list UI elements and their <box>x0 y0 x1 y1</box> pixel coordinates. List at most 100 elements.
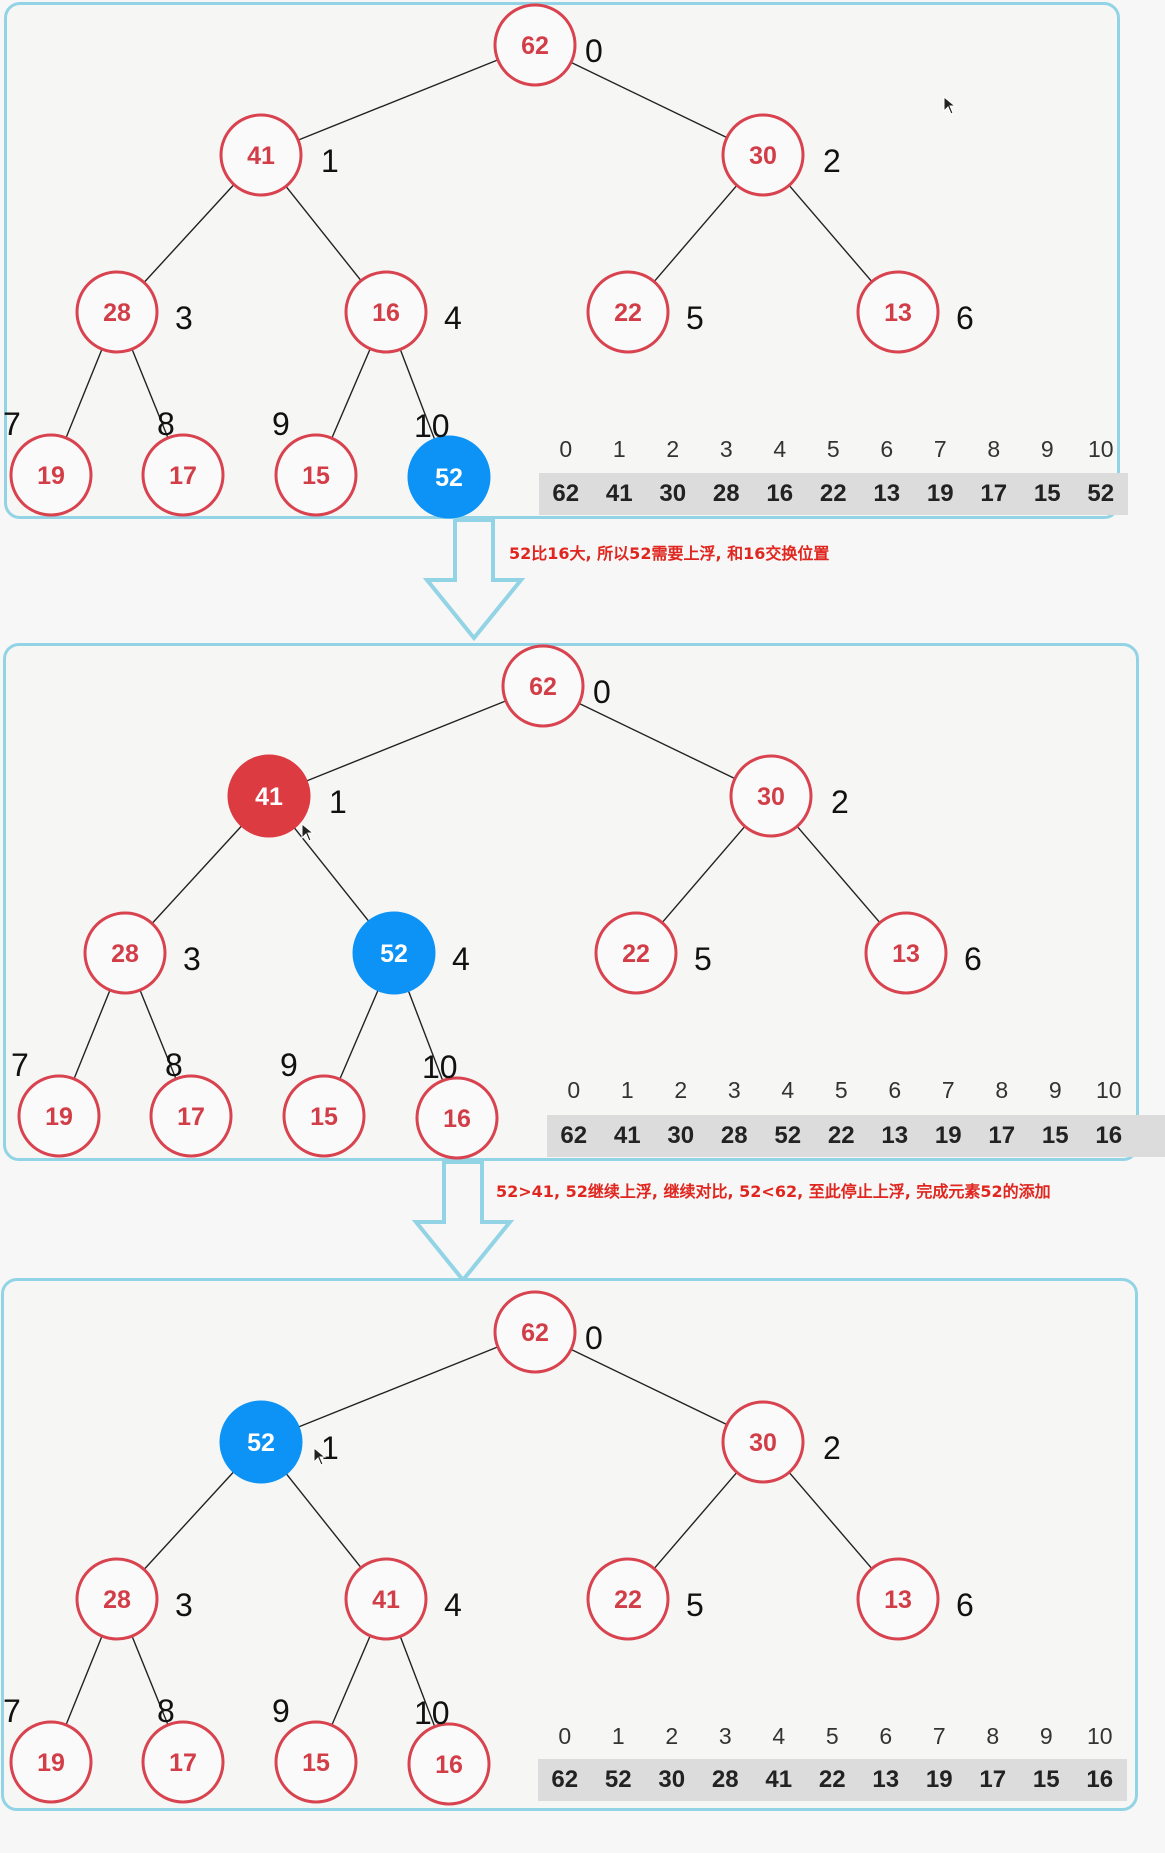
node-circle <box>83 911 167 995</box>
node-index: 9 <box>280 1047 298 1083</box>
array-index-cell: 6 <box>888 1077 902 1103</box>
array-index-cell: 3 <box>718 1723 732 1749</box>
node-circle <box>493 1290 577 1374</box>
node-index: 1 <box>329 784 347 820</box>
node-value: 62 <box>521 1319 549 1347</box>
array-index-cell: 2 <box>674 1077 688 1103</box>
array-index-cell: 0 <box>567 1077 581 1103</box>
array-value-cell: 17 <box>980 480 1008 507</box>
node-circle <box>415 1076 499 1160</box>
array-index-cell: 0 <box>559 436 573 462</box>
tree-edge <box>570 1348 728 1426</box>
array-value-cell: 22 <box>827 1122 855 1149</box>
array-index-cell: 4 <box>781 1077 795 1103</box>
tree-edge <box>65 348 103 439</box>
tree-edge <box>131 348 169 439</box>
array-value-cell: 13 <box>872 1766 900 1793</box>
tree-edge <box>796 825 881 924</box>
tree-edge <box>788 184 873 283</box>
node-value: 52 <box>435 464 463 492</box>
array-index-cell: 9 <box>1048 1077 1062 1103</box>
node-index: 3 <box>175 1587 193 1623</box>
array-value-cell: 62 <box>560 1122 588 1149</box>
node-circle <box>274 1720 358 1804</box>
node-value: 16 <box>435 1751 463 1779</box>
array-value-cell: 19 <box>926 480 954 507</box>
node-index: 0 <box>585 1320 603 1356</box>
node-index: 2 <box>823 143 841 179</box>
tree-edge <box>653 1471 738 1570</box>
node-index: 5 <box>686 1587 704 1623</box>
node-circle <box>721 1400 805 1484</box>
node-circle <box>493 3 577 87</box>
heap-node: 16 4 <box>344 270 462 354</box>
down-arrow-2 <box>411 1160 515 1284</box>
array-value-cell: 15 <box>1033 480 1061 507</box>
node-value: 30 <box>757 783 785 811</box>
array-index-cell: 8 <box>995 1077 1009 1103</box>
node-index: 4 <box>444 1587 462 1623</box>
node-value: 17 <box>177 1103 205 1131</box>
tree-edge <box>661 825 746 924</box>
node-index: 7 <box>3 406 21 442</box>
tree-edge <box>297 59 499 141</box>
array-index-cell: 1 <box>611 1723 625 1749</box>
tree-edge <box>407 990 444 1081</box>
array-index-cell: 4 <box>772 1723 786 1749</box>
tree-edge <box>143 1471 235 1570</box>
node-index: 10 <box>414 408 450 444</box>
node-circle <box>227 754 311 838</box>
array-value-cell: 28 <box>711 1766 739 1793</box>
node-index: 3 <box>175 300 193 336</box>
node-circle <box>219 1400 303 1484</box>
array-index-cell: 6 <box>879 1723 893 1749</box>
mouse-cursor-icon <box>943 96 957 115</box>
node-circle <box>9 1720 93 1804</box>
heap-node: 159 <box>272 1693 358 1804</box>
node-value: 62 <box>529 673 557 701</box>
node-index: 9 <box>272 406 290 442</box>
array-value-cell: 19 <box>925 1766 953 1793</box>
node-index: 9 <box>272 1693 290 1729</box>
tree-edge <box>73 989 111 1080</box>
tree-edge <box>331 348 371 439</box>
tree-edge <box>139 989 177 1080</box>
heap-node: 178 <box>141 1693 225 1804</box>
tree-edge <box>285 185 362 282</box>
node-value: 13 <box>884 1586 912 1614</box>
node-index: 4 <box>452 941 470 977</box>
array-index-cell: 5 <box>826 436 840 462</box>
node-circle <box>594 911 678 995</box>
node-value: 15 <box>310 1103 338 1131</box>
tree-edge <box>653 184 738 283</box>
tree-edge <box>285 1472 362 1569</box>
node-index: 0 <box>585 33 603 69</box>
tree-edge <box>331 1635 371 1726</box>
node-index: 4 <box>444 300 462 336</box>
node-value: 41 <box>255 783 283 811</box>
array-value-cell: 30 <box>658 1766 686 1793</box>
tree-edge <box>297 1346 499 1428</box>
node-value: 19 <box>37 1749 65 1777</box>
node-value: 16 <box>372 299 400 327</box>
node-index: 6 <box>956 1587 974 1623</box>
node-index: 8 <box>165 1047 183 1083</box>
node-circle <box>586 270 670 354</box>
array-value-cell: 17 <box>979 1766 1007 1793</box>
array-index-cell: 1 <box>612 436 626 462</box>
heap-node: 197 <box>11 1047 101 1158</box>
array-value-cell: 41 <box>605 480 633 507</box>
heap-node: 62 0 <box>493 1290 603 1374</box>
